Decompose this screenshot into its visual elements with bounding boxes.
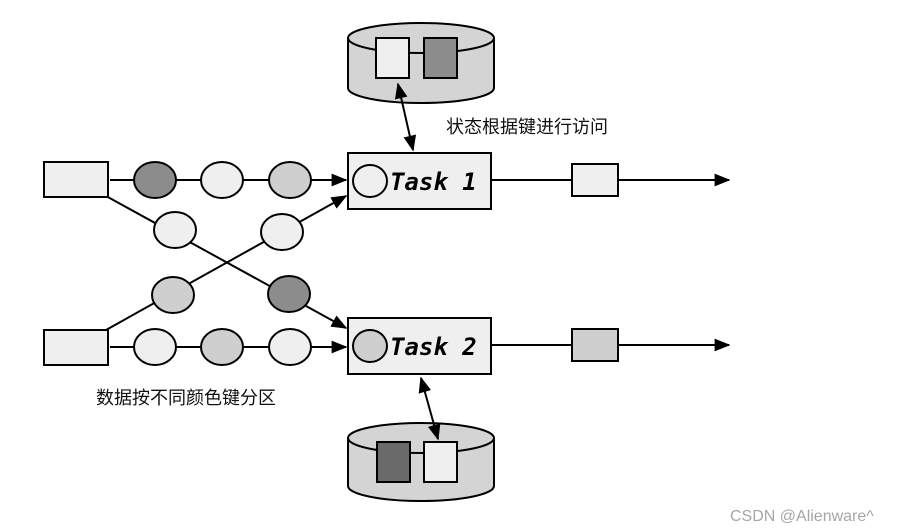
watermark: CSDN @Alienware^ (730, 508, 874, 525)
record-top-1 (133, 161, 177, 199)
source-box-top (43, 161, 109, 198)
task-2-state-marker (352, 329, 388, 363)
record-cross-1 (153, 211, 197, 249)
state-access-arrow-bottom (418, 376, 441, 441)
record-top-3 (268, 161, 312, 199)
task-box-2: Task 2 (347, 317, 492, 375)
state-entry-light (375, 37, 410, 79)
partition-caption: 数据按不同颜色键分区 (96, 388, 276, 409)
record-top-2 (200, 161, 244, 199)
task-1-label: Task 1 (390, 168, 477, 196)
task-1-state-marker (352, 164, 388, 198)
state-access-caption: 状态根据键进行访问 (446, 117, 608, 138)
record-bottom-3 (268, 328, 312, 366)
state-entry-light (423, 441, 458, 483)
task-box-1: Task 1 (347, 152, 492, 210)
task-2-label: Task 2 (390, 333, 477, 361)
state-entry-dark (423, 37, 458, 79)
output-box-top (571, 163, 619, 197)
state-store-top (347, 22, 495, 104)
source-box-bottom (43, 329, 109, 366)
state-access-arrow-top (394, 82, 417, 152)
record-bottom-1 (133, 328, 177, 366)
record-cross-3 (151, 276, 195, 314)
record-cross-4 (267, 275, 311, 313)
record-bottom-2 (200, 328, 244, 366)
state-store-bottom (347, 422, 495, 502)
output-box-bottom (571, 328, 619, 362)
state-entry-darker (376, 441, 411, 483)
record-cross-2 (260, 213, 304, 251)
